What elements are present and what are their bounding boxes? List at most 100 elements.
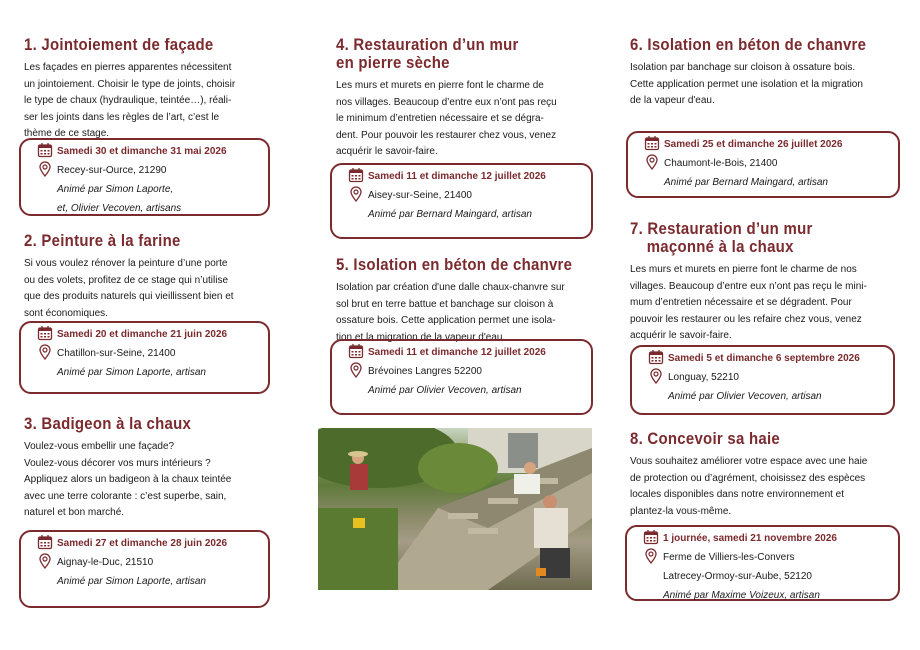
title-line: 8. Concevoir sa haie xyxy=(630,429,780,448)
description-line: sol brut en terre battue et banchage sur… xyxy=(336,298,554,310)
title-line: maçonné à la chaux xyxy=(646,237,794,256)
description-line: Appliquez alors un badigeon à la chaux t… xyxy=(24,474,232,486)
description-line: que des produits naturels qui vieillisse… xyxy=(24,291,234,303)
event-location: Aisey-sur-Seine, 21400 xyxy=(368,190,472,201)
section-description: Voulez-vous embellir une façade? Voulez-v… xyxy=(24,439,231,522)
title-line: 4. Restauration d’un mur xyxy=(336,35,519,54)
calendar-icon xyxy=(643,529,663,548)
description-line: sont économiques. xyxy=(24,307,108,319)
description-line: avec une terre colorante : c’est superbe… xyxy=(24,490,227,502)
description-line: ser les joints dans les règles de l’art,… xyxy=(24,111,220,123)
event-location: Chatillon-sur-Seine, 21400 xyxy=(57,348,176,359)
section-description: Vous souhaitez améliorer votre espace av… xyxy=(630,454,867,520)
section-description: Les murs et murets en pierre font le cha… xyxy=(630,262,867,345)
event-instructor: Animé par Olivier Vecoven, artisan xyxy=(368,385,522,396)
section-description: Les murs et murets en pierre font le cha… xyxy=(336,78,557,161)
description-line: tion et la migration de la vapeur d'eau. xyxy=(336,331,506,343)
title-line: 1. Jointoiement de façade xyxy=(24,35,214,54)
event-date: Samedi 11 et dimanche 12 juillet 2026 xyxy=(368,347,546,358)
section-title: 1. Jointoiement de façade xyxy=(24,36,214,54)
description-line: pouvoir les restaurer ou les refaire che… xyxy=(630,313,862,325)
event-date: Samedi 11 et dimanche 12 juillet 2026 xyxy=(368,171,546,182)
workshop-photo xyxy=(318,428,592,590)
event-date: Samedi 5 et dimanche 6 septembre 2026 xyxy=(668,353,860,364)
section-title: 3. Badigeon à la chaux xyxy=(24,415,206,433)
calendar-icon xyxy=(644,135,664,154)
event-instructor: et, Olivier Vecoven, artisans xyxy=(57,203,182,214)
location-pin-icon xyxy=(348,362,368,381)
location-pin-icon xyxy=(37,344,57,363)
description-line: acquérir le savoir-faire. xyxy=(336,146,438,158)
calendar-icon xyxy=(648,349,668,368)
description-line: villages. Beaucoup d’entre eux n’ont pas… xyxy=(630,280,867,292)
description-line: un jointoiement. Choisir le type de join… xyxy=(24,78,236,90)
description-line: Vous souhaitez améliorer votre espace av… xyxy=(630,456,868,467)
event-instructor: Animé par Maxime Voizeux, artisan xyxy=(663,590,820,601)
event-instructor: Animé par Bernard Maingard, artisan xyxy=(664,177,828,188)
event-date: Samedi 20 et dimanche 21 juin 2026 xyxy=(57,329,228,340)
description-line: Cette application permet une isolation e… xyxy=(630,78,863,90)
event-date: Samedi 27 et dimanche 28 juin 2026 xyxy=(57,538,228,549)
description-line: Si vous voulez rénover la peinture d’une… xyxy=(24,258,228,269)
workshop-section: 2. Peinture à la farine Si vous voulez ré… xyxy=(24,232,234,322)
calendar-icon xyxy=(37,325,57,344)
description-line: de la vapeur d'eau. xyxy=(630,95,715,107)
event-location: Chaumont-le-Bois, 21400 xyxy=(664,158,778,169)
calendar-icon xyxy=(348,167,368,186)
description-line: dent. Pour pouvoir les restaurer chez vo… xyxy=(336,129,557,141)
description-line: plantez-la vous-même. xyxy=(630,505,732,517)
event-location: Aignay-le-Duc, 21510 xyxy=(57,557,154,568)
description-line: Voulez-vous décorer vos murs intérieurs … xyxy=(24,457,211,469)
event-instructor: Animé par Simon Laporte, artisan xyxy=(57,367,206,378)
event-instructor: Animé par Bernard Maingard, artisan xyxy=(368,209,532,220)
section-description: Les façades en pierres apparentes nécess… xyxy=(24,60,239,143)
description-line: ou des volets, profitez de ce stage qui … xyxy=(24,274,229,286)
event-location: Brévoines Langres 52200 xyxy=(368,366,482,377)
description-line: le minimum d’entretien nécessaire et se … xyxy=(336,113,544,125)
description-line: acquérir le savoir-faire. xyxy=(630,330,732,342)
description-line: Les façades en pierres apparentes nécess… xyxy=(24,62,232,73)
location-pin-icon xyxy=(348,186,368,205)
description-line: naturel et bon marché. xyxy=(24,507,125,519)
description-line: mum d’entretien nécessaire et se dégrade… xyxy=(630,297,852,309)
location-pin-icon xyxy=(644,154,664,173)
title-line: en pierre sèche xyxy=(336,53,450,72)
description-line: le type de chaux (hydraulique, teintée…)… xyxy=(24,95,232,107)
calendar-icon xyxy=(37,142,57,161)
event-date: 1 journée, samedi 21 novembre 2026 xyxy=(663,533,837,544)
event-location: Latrecey-Ormoy-sur-Aube, 52120 xyxy=(663,571,812,582)
title-line: 3. Badigeon à la chaux xyxy=(24,414,192,433)
description-line: Les murs et murets en pierre font le cha… xyxy=(336,80,544,91)
title-line: 5. Isolation en béton de chanvre xyxy=(336,255,573,274)
event-instructor: Animé par Simon Laporte, xyxy=(57,184,174,195)
section-title: 2. Peinture à la farine xyxy=(24,232,208,250)
location-pin-icon xyxy=(648,368,668,387)
event-location: Longuay, 52210 xyxy=(668,372,739,383)
section-description: Si vous voulez rénover la peinture d’une… xyxy=(24,256,234,322)
description-line: nos villages. Beaucoup d’entre eux n’ont… xyxy=(336,96,557,108)
description-line: Isolation par banchage sur cloison à oss… xyxy=(630,62,856,73)
section-title: 8. Concevoir sa haie xyxy=(630,430,839,448)
description-line: ossature bois. Cette application permet … xyxy=(336,315,556,327)
event-location: Ferme de Villiers-les-Convers xyxy=(663,552,795,563)
event-date: Samedi 30 et dimanche 31 mai 2026 xyxy=(57,146,227,157)
section-description: Isolation par création d'une dalle chaux… xyxy=(336,280,604,346)
location-pin-icon xyxy=(37,161,57,180)
event-instructor: Animé par Olivier Vecoven, artisan xyxy=(668,391,822,402)
title-line: 7. Restauration d’un mur xyxy=(630,219,813,238)
description-line: locales disponibles dans notre environne… xyxy=(630,489,845,501)
description-line: Voulez-vous embellir une façade? xyxy=(24,441,175,452)
event-location: Recey-sur-Ource, 21290 xyxy=(57,165,167,176)
section-description: Isolation par banchage sur cloison à oss… xyxy=(630,60,898,110)
section-title: 6. Isolation en béton de chanvre xyxy=(630,36,866,54)
location-pin-icon xyxy=(643,548,663,567)
